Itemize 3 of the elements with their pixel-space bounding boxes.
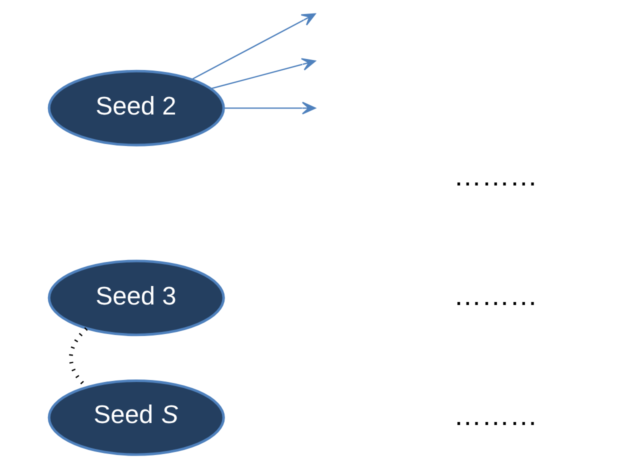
label: ……… — [454, 280, 538, 312]
label: ……… — [454, 400, 538, 431]
label: ……… — [454, 160, 538, 192]
